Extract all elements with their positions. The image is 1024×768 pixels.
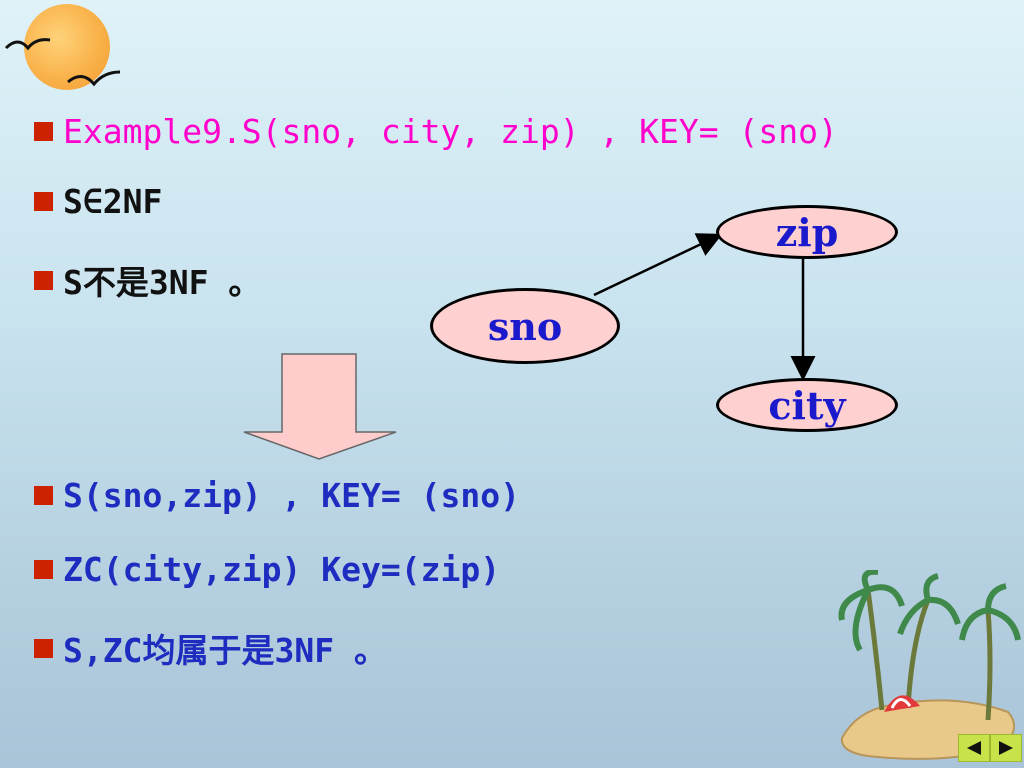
- bird-icon: [67, 70, 121, 87]
- triangle-left-icon: [967, 741, 981, 755]
- example-text: Example9.S(sno, city, zip) , KEY= (sno): [63, 112, 838, 151]
- both-3nf-line: S,ZC均属于是3NF 。: [34, 624, 387, 672]
- zc-decomposition-line: ZC(city,zip) Key=(zip): [34, 550, 500, 589]
- prev-slide-button[interactable]: [958, 734, 990, 762]
- both-3nf-text: S,ZC均属于是3NF 。: [63, 631, 387, 670]
- node-zip: zip: [716, 205, 898, 259]
- node-sno-label: sno: [487, 303, 563, 349]
- edge-sno-zip: [593, 233, 723, 297]
- s-decomposition-line: S(sno,zip) , KEY= (sno): [34, 476, 520, 515]
- 2nf-text: S∈2NF: [63, 182, 163, 221]
- not-3nf-line: S不是3NF 。: [34, 256, 261, 304]
- next-slide-button[interactable]: [990, 734, 1022, 762]
- triangle-right-icon: [999, 741, 1013, 755]
- sun-decoration: [24, 4, 110, 90]
- 2nf-line: S∈2NF: [34, 182, 162, 221]
- node-city: city: [716, 378, 898, 432]
- node-city-label: city: [768, 382, 846, 428]
- node-sno: sno: [430, 288, 620, 364]
- s-decomposition-text: S(sno,zip) , KEY= (sno): [63, 476, 520, 515]
- down-arrow-icon: [243, 353, 397, 460]
- zc-decomposition-text: ZC(city,zip) Key=(zip): [63, 550, 501, 589]
- bullet-icon: [34, 192, 53, 211]
- bullet-icon: [34, 486, 53, 505]
- bird-icon: [4, 38, 51, 51]
- bullet-icon: [34, 270, 53, 290]
- example-line: Example9.S(sno, city, zip) , KEY= (sno): [34, 112, 838, 151]
- bullet-icon: [34, 638, 53, 658]
- bullet-icon: [34, 560, 53, 579]
- not-3nf-text: S不是3NF 。: [63, 263, 262, 302]
- bullet-icon: [34, 122, 53, 141]
- node-zip-label: zip: [775, 209, 839, 255]
